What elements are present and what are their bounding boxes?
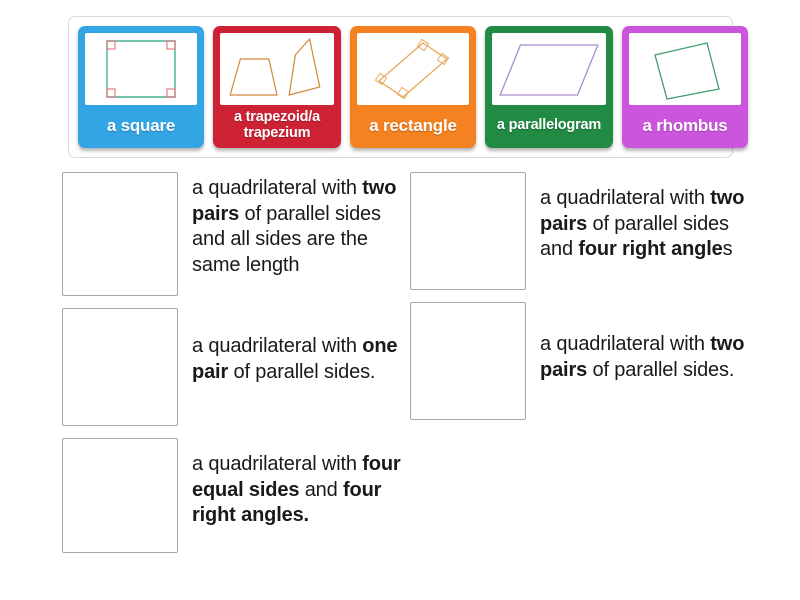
square-icon	[85, 33, 197, 105]
answer-row: a quadrilateral with one pair of paralle…	[62, 308, 407, 426]
definition-emphasis: two pairs	[540, 333, 745, 381]
definition-text-2: a quadrilateral with four equal sides an…	[178, 438, 407, 529]
definition-emphasis: two pairs	[540, 187, 745, 235]
shape-tile-label: a square	[106, 115, 176, 135]
definition-emphasis: one pair	[192, 335, 398, 383]
definition-fragment: a quadrilateral with	[192, 453, 363, 475]
definition-fragment: a quadrilateral with	[540, 187, 711, 209]
shape-tile-parallelogram[interactable]: a parallelogram	[485, 26, 613, 148]
answer-row: a quadrilateral with four equal sides an…	[62, 438, 407, 553]
definition-emphasis: four equal sides	[192, 453, 401, 501]
shape-tile-tray: a square a trapezoid/a trapezium a rectang…	[68, 16, 748, 158]
shape-tile-list: a square a trapezoid/a trapezium a rectang…	[69, 26, 748, 148]
definition-fragment: and	[299, 478, 344, 501]
definition-fragment: of parallel sides.	[587, 358, 735, 381]
rhombus-icon	[629, 33, 741, 105]
shape-tile-label: a trapezoid/a trapezium	[233, 109, 321, 141]
definition-fragment: a quadrilateral with	[540, 333, 711, 355]
definition-text-4: a quadrilateral with two pairs of parall…	[526, 302, 755, 383]
shape-tile-square[interactable]: a square	[78, 26, 204, 148]
definition-emphasis: four right angle	[578, 238, 723, 261]
definition-fragment: of parallel sides and all sides are the …	[192, 202, 381, 276]
definition-fragment: a quadrilateral with	[192, 177, 363, 199]
definition-text-1: a quadrilateral with one pair of paralle…	[178, 308, 407, 385]
definition-text-0: a quadrilateral with two pairs of parall…	[178, 172, 407, 278]
trapezoids-icon	[220, 33, 334, 105]
answer-row: a quadrilateral with two pairs of parall…	[62, 172, 407, 296]
definition-fragment: of parallel sides and	[540, 212, 729, 261]
parallelogram-icon	[492, 33, 606, 105]
shape-tile-rhombus[interactable]: a rhombus	[622, 26, 748, 148]
drop-target-box[interactable]	[62, 172, 178, 296]
definition-text-3: a quadrilateral with two pairs of parall…	[526, 172, 755, 263]
answer-row: a quadrilateral with two pairs of parall…	[410, 172, 755, 290]
shape-tile-label: a rectangle	[369, 115, 457, 135]
shape-tile-trapezoids[interactable]: a trapezoid/a trapezium	[213, 26, 341, 148]
answer-column-right: a quadrilateral with two pairs of parall…	[410, 172, 755, 432]
shape-tile-label: a rhombus	[642, 115, 728, 135]
definition-fragment: of parallel sides.	[228, 360, 376, 383]
definition-fragment: a quadrilateral with	[192, 335, 363, 357]
shape-tile-label: a parallelogram	[496, 116, 602, 133]
rectangle-tilted-icon	[357, 33, 469, 105]
drop-target-box[interactable]	[410, 302, 526, 420]
shape-tile-rectangle-tilted[interactable]: a rectangle	[350, 26, 476, 148]
answer-column-left: a quadrilateral with two pairs of parall…	[62, 172, 407, 565]
drop-target-box[interactable]	[410, 172, 526, 290]
definition-emphasis: two pairs	[192, 177, 397, 225]
drop-target-box[interactable]	[62, 308, 178, 426]
definition-fragment: s	[722, 238, 733, 261]
answer-row: a quadrilateral with two pairs of parall…	[410, 302, 755, 420]
drop-target-box[interactable]	[62, 438, 178, 553]
definition-emphasis: four right angles.	[192, 478, 382, 527]
